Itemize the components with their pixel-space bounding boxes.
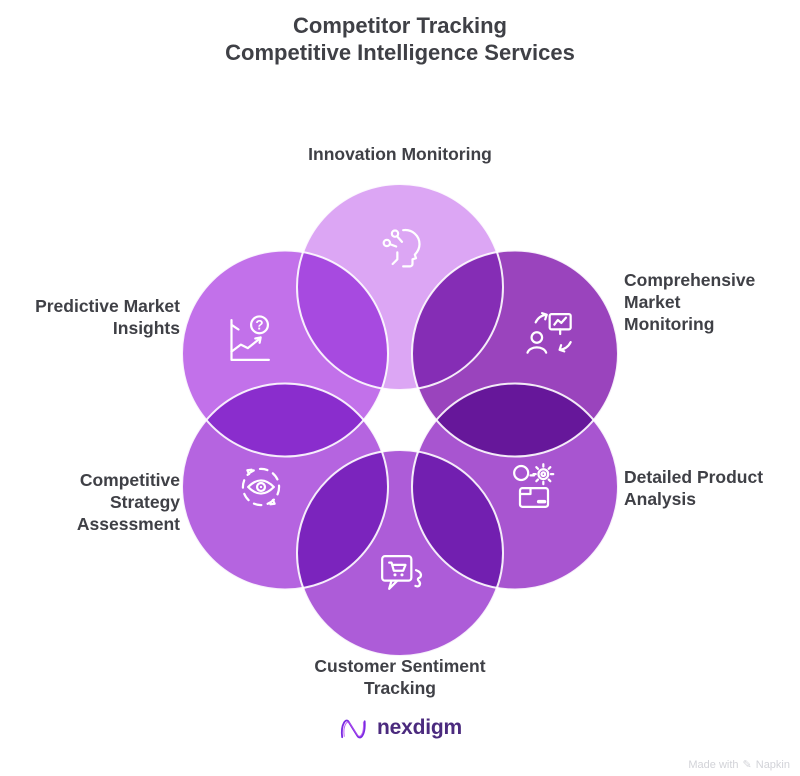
label-detailed-product-analysis: Detailed Product Analysis [624, 467, 764, 509]
page-title: Competitor Tracking Competitive Intellig… [225, 13, 575, 65]
speech-cart-face-icon [374, 548, 430, 604]
watermark-prefix: Made with [688, 758, 739, 771]
eye-refresh-icon [233, 459, 289, 515]
circle-outlines [181, 183, 619, 657]
label-predictive-market-insights: Predictive Market Insights [35, 296, 180, 338]
person-monitor-sync-icon [524, 306, 580, 362]
circle-predictive-market-insights [182, 250, 388, 457]
nexdigm-logo: nexdigm [0, 713, 800, 743]
svg-text:?: ? [255, 318, 263, 333]
label-customer-sentiment-tracking: Customer Sentiment Tracking [314, 656, 486, 698]
head-circuit-icon [374, 222, 430, 278]
label-innovation-monitoring: Innovation Monitoring [308, 144, 492, 164]
magnifier-gear-card-icon [506, 459, 562, 515]
nexdigm-n-icon [338, 713, 368, 743]
watermark-brand: Napkin [755, 758, 790, 771]
logo-wordmark: nexdigm [377, 716, 462, 739]
label-competitive-strategy-assessment: Competitive Strategy Assessment [76, 470, 180, 534]
pen-icon: ✎ [742, 759, 752, 771]
chart-question-icon: ? [221, 312, 277, 368]
watermark: Made with ✎ Napkin [688, 758, 790, 772]
label-comprehensive-market-monitoring: Comprehensive Market Monitoring [624, 270, 756, 334]
